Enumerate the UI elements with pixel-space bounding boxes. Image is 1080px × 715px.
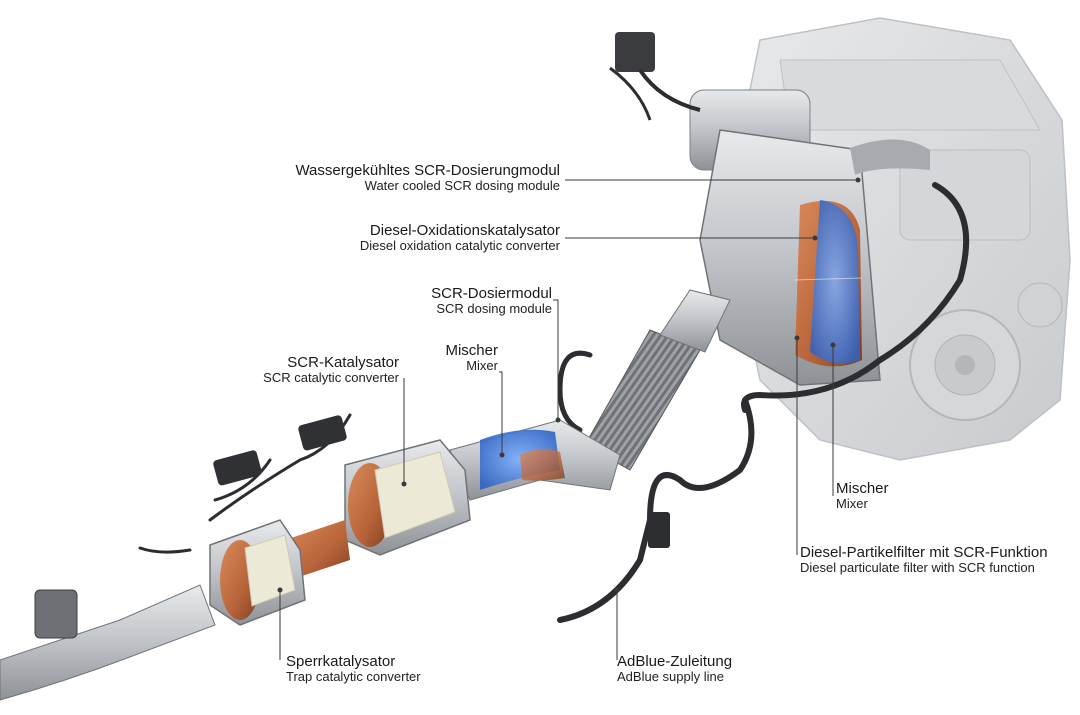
label-mixer-left: Mischer Mixer bbox=[445, 342, 498, 374]
label-de: Mischer bbox=[836, 480, 889, 497]
label-en: Diesel particulate filter with SCR funct… bbox=[800, 560, 1035, 576]
label-trap-catalyst: Sperrkatalysator Trap catalytic converte… bbox=[286, 653, 421, 685]
label-de: Diesel-Partikelfilter mit SCR-Funktion bbox=[800, 544, 1048, 561]
label-diesel-oxidation: Diesel-Oxidationskatalysator Diesel oxid… bbox=[360, 222, 560, 254]
label-en: Diesel oxidation catalytic converter bbox=[359, 238, 560, 254]
label-de: Sperrkatalysator bbox=[286, 653, 396, 670]
label-de: Diesel-Oxidationskatalysator bbox=[369, 222, 560, 239]
label-en: AdBlue supply line bbox=[617, 669, 724, 685]
label-en: Mixer bbox=[836, 496, 868, 512]
label-mixer-right: Mischer Mixer bbox=[836, 480, 889, 512]
doc-dpf-unit bbox=[699, 129, 930, 386]
flex-pipe bbox=[584, 289, 731, 471]
label-en: SCR catalytic converter bbox=[263, 370, 399, 386]
label-de: AdBlue-Zuleitung bbox=[617, 653, 733, 670]
nox-sensors bbox=[213, 415, 347, 486]
hose-connector bbox=[648, 512, 670, 548]
trap-catalyst bbox=[209, 519, 306, 626]
scr-catalyst bbox=[344, 439, 471, 556]
label-en: Water cooled SCR dosing module bbox=[364, 178, 560, 194]
tailpipe bbox=[0, 584, 216, 701]
label-scr-catalyst: SCR-Katalysator SCR catalytic converter bbox=[263, 354, 399, 386]
label-de: Wassergekühltes SCR-Dosierungmodul bbox=[295, 162, 560, 179]
label-de: Mischer bbox=[445, 342, 498, 359]
leader-lines bbox=[279, 179, 858, 660]
label-de: SCR-Katalysator bbox=[287, 354, 399, 371]
label-en: Trap catalytic converter bbox=[286, 669, 421, 685]
label-en: SCR dosing module bbox=[436, 301, 552, 317]
clamp-bracket bbox=[34, 589, 78, 639]
leader-dots bbox=[277, 177, 861, 593]
label-en: Mixer bbox=[466, 358, 498, 374]
label-scr-dosing: SCR-Dosiermodul SCR dosing module bbox=[431, 285, 552, 317]
mixer-section bbox=[449, 419, 621, 501]
label-adblue: AdBlue-Zuleitung AdBlue supply line bbox=[617, 653, 732, 685]
label-water-cooled-dosing: Wassergekühltes SCR-Dosierungmodul Water… bbox=[295, 162, 560, 194]
label-de: SCR-Dosiermodul bbox=[431, 285, 552, 302]
label-dpf: Diesel-Partikelfilter mit SCR-Funktion D… bbox=[800, 544, 1048, 576]
